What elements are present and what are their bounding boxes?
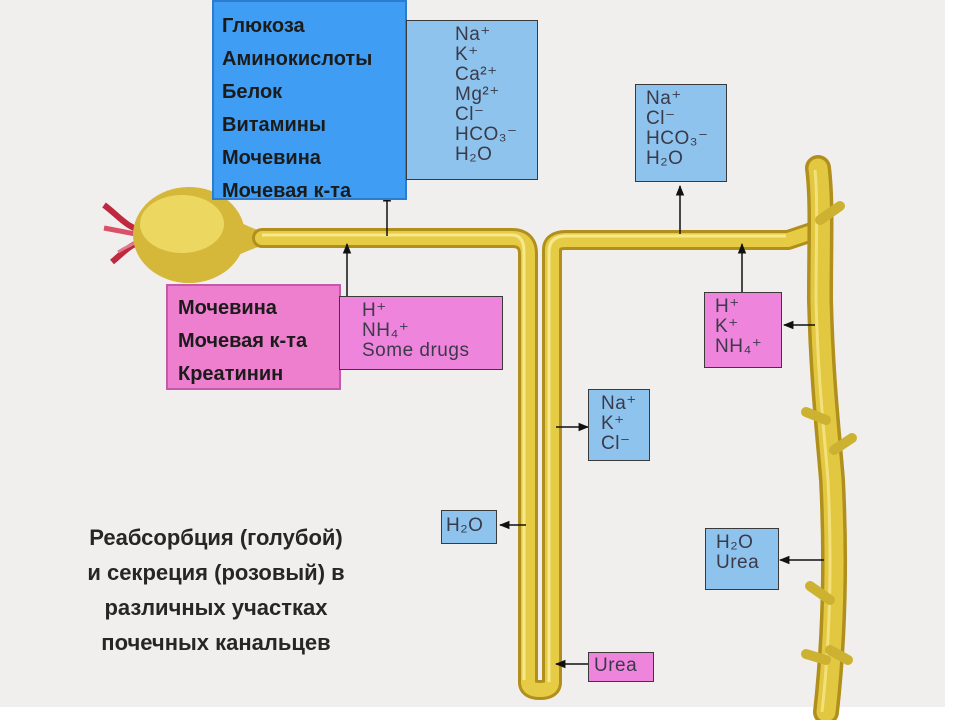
- reabsorbed-substance: Витамины: [222, 114, 326, 136]
- collecting-duct-box: H₂O Urea: [705, 528, 779, 590]
- ion-label: Cl⁻: [455, 104, 485, 125]
- caption-line: и секреция (розовый) в: [87, 560, 345, 585]
- ion-label: Na⁺: [455, 24, 491, 45]
- ion-label: Mg²⁺: [455, 84, 500, 105]
- collecting-duct-icon: [801, 155, 857, 720]
- proximal-secretion-box: H⁺ NH₄⁺ Some drugs: [339, 296, 503, 370]
- ion-label: K⁺: [715, 316, 739, 337]
- ion-label: Urea: [716, 552, 760, 573]
- caption-line: Реабсорбция (голубой): [89, 525, 343, 550]
- ion-label: Na⁺: [646, 88, 682, 109]
- bowman-capsule-icon: [133, 187, 272, 283]
- secreted-substance: Мочевина: [178, 297, 277, 319]
- ion-label: H⁺: [362, 300, 387, 321]
- distal-secretion-box: H⁺ K⁺ NH₄⁺: [704, 292, 782, 368]
- proximal-ions-box: Na⁺ K⁺ Ca²⁺ Mg²⁺ Cl⁻ HCO₃⁻ H₂O: [406, 20, 538, 180]
- caption-line: почечных канальцев: [101, 630, 331, 655]
- secreted-substance: Мочевая к-та: [178, 330, 308, 352]
- ion-label: Na⁺: [601, 393, 637, 414]
- ion-label: Some drugs: [362, 340, 470, 361]
- caption-line: различных участках: [104, 595, 328, 620]
- reabsorbed-substance: Мочевая к-та: [222, 180, 352, 202]
- reabsorbed-substance: Мочевина: [222, 147, 321, 169]
- distal-reabsorption-box: Na⁺ Cl⁻ HCO₃⁻ H₂O: [635, 84, 727, 182]
- transport-arrows: [342, 184, 824, 669]
- ion-label: H⁺: [715, 296, 740, 317]
- ion-label: H₂O: [646, 148, 684, 169]
- ion-label: K⁺: [601, 413, 625, 434]
- ion-label: H₂O: [446, 515, 484, 536]
- ascending-limb-ions-box: Na⁺ K⁺ Cl⁻: [588, 389, 650, 461]
- ion-label: H₂O: [455, 144, 493, 165]
- ion-label: Ca²⁺: [455, 64, 498, 85]
- ion-label: Cl⁻: [646, 108, 676, 129]
- ion-label: H₂O: [716, 532, 754, 553]
- nephron-tubule-icon: [252, 222, 822, 700]
- diagram-caption: Реабсорбция (голубой) и секреция (розовы…: [30, 520, 402, 660]
- ion-label: NH₄⁺: [362, 320, 410, 341]
- ion-label: K⁺: [455, 44, 479, 65]
- ion-label: HCO₃⁻: [455, 124, 518, 145]
- reabsorbed-substance: Белок: [222, 81, 283, 103]
- loop-urea-box: Urea: [588, 652, 654, 682]
- descending-limb-water-box: H₂O: [441, 510, 497, 544]
- ion-label: NH₄⁺: [715, 336, 763, 357]
- ion-label: Cl⁻: [601, 433, 631, 454]
- secretion-substances-box: Мочевина Мочевая к-та Креатинин: [166, 284, 341, 390]
- ion-label: Urea: [594, 655, 638, 676]
- reabsorbed-substance: Аминокислоты: [222, 48, 373, 70]
- reabsorbed-substance: Глюкоза: [222, 15, 305, 37]
- secreted-substance: Креатинин: [178, 363, 284, 385]
- ion-label: HCO₃⁻: [646, 128, 709, 149]
- reabsorption-substances-box: Глюкоза Аминокислоты Белок Витамины Моче…: [212, 0, 407, 202]
